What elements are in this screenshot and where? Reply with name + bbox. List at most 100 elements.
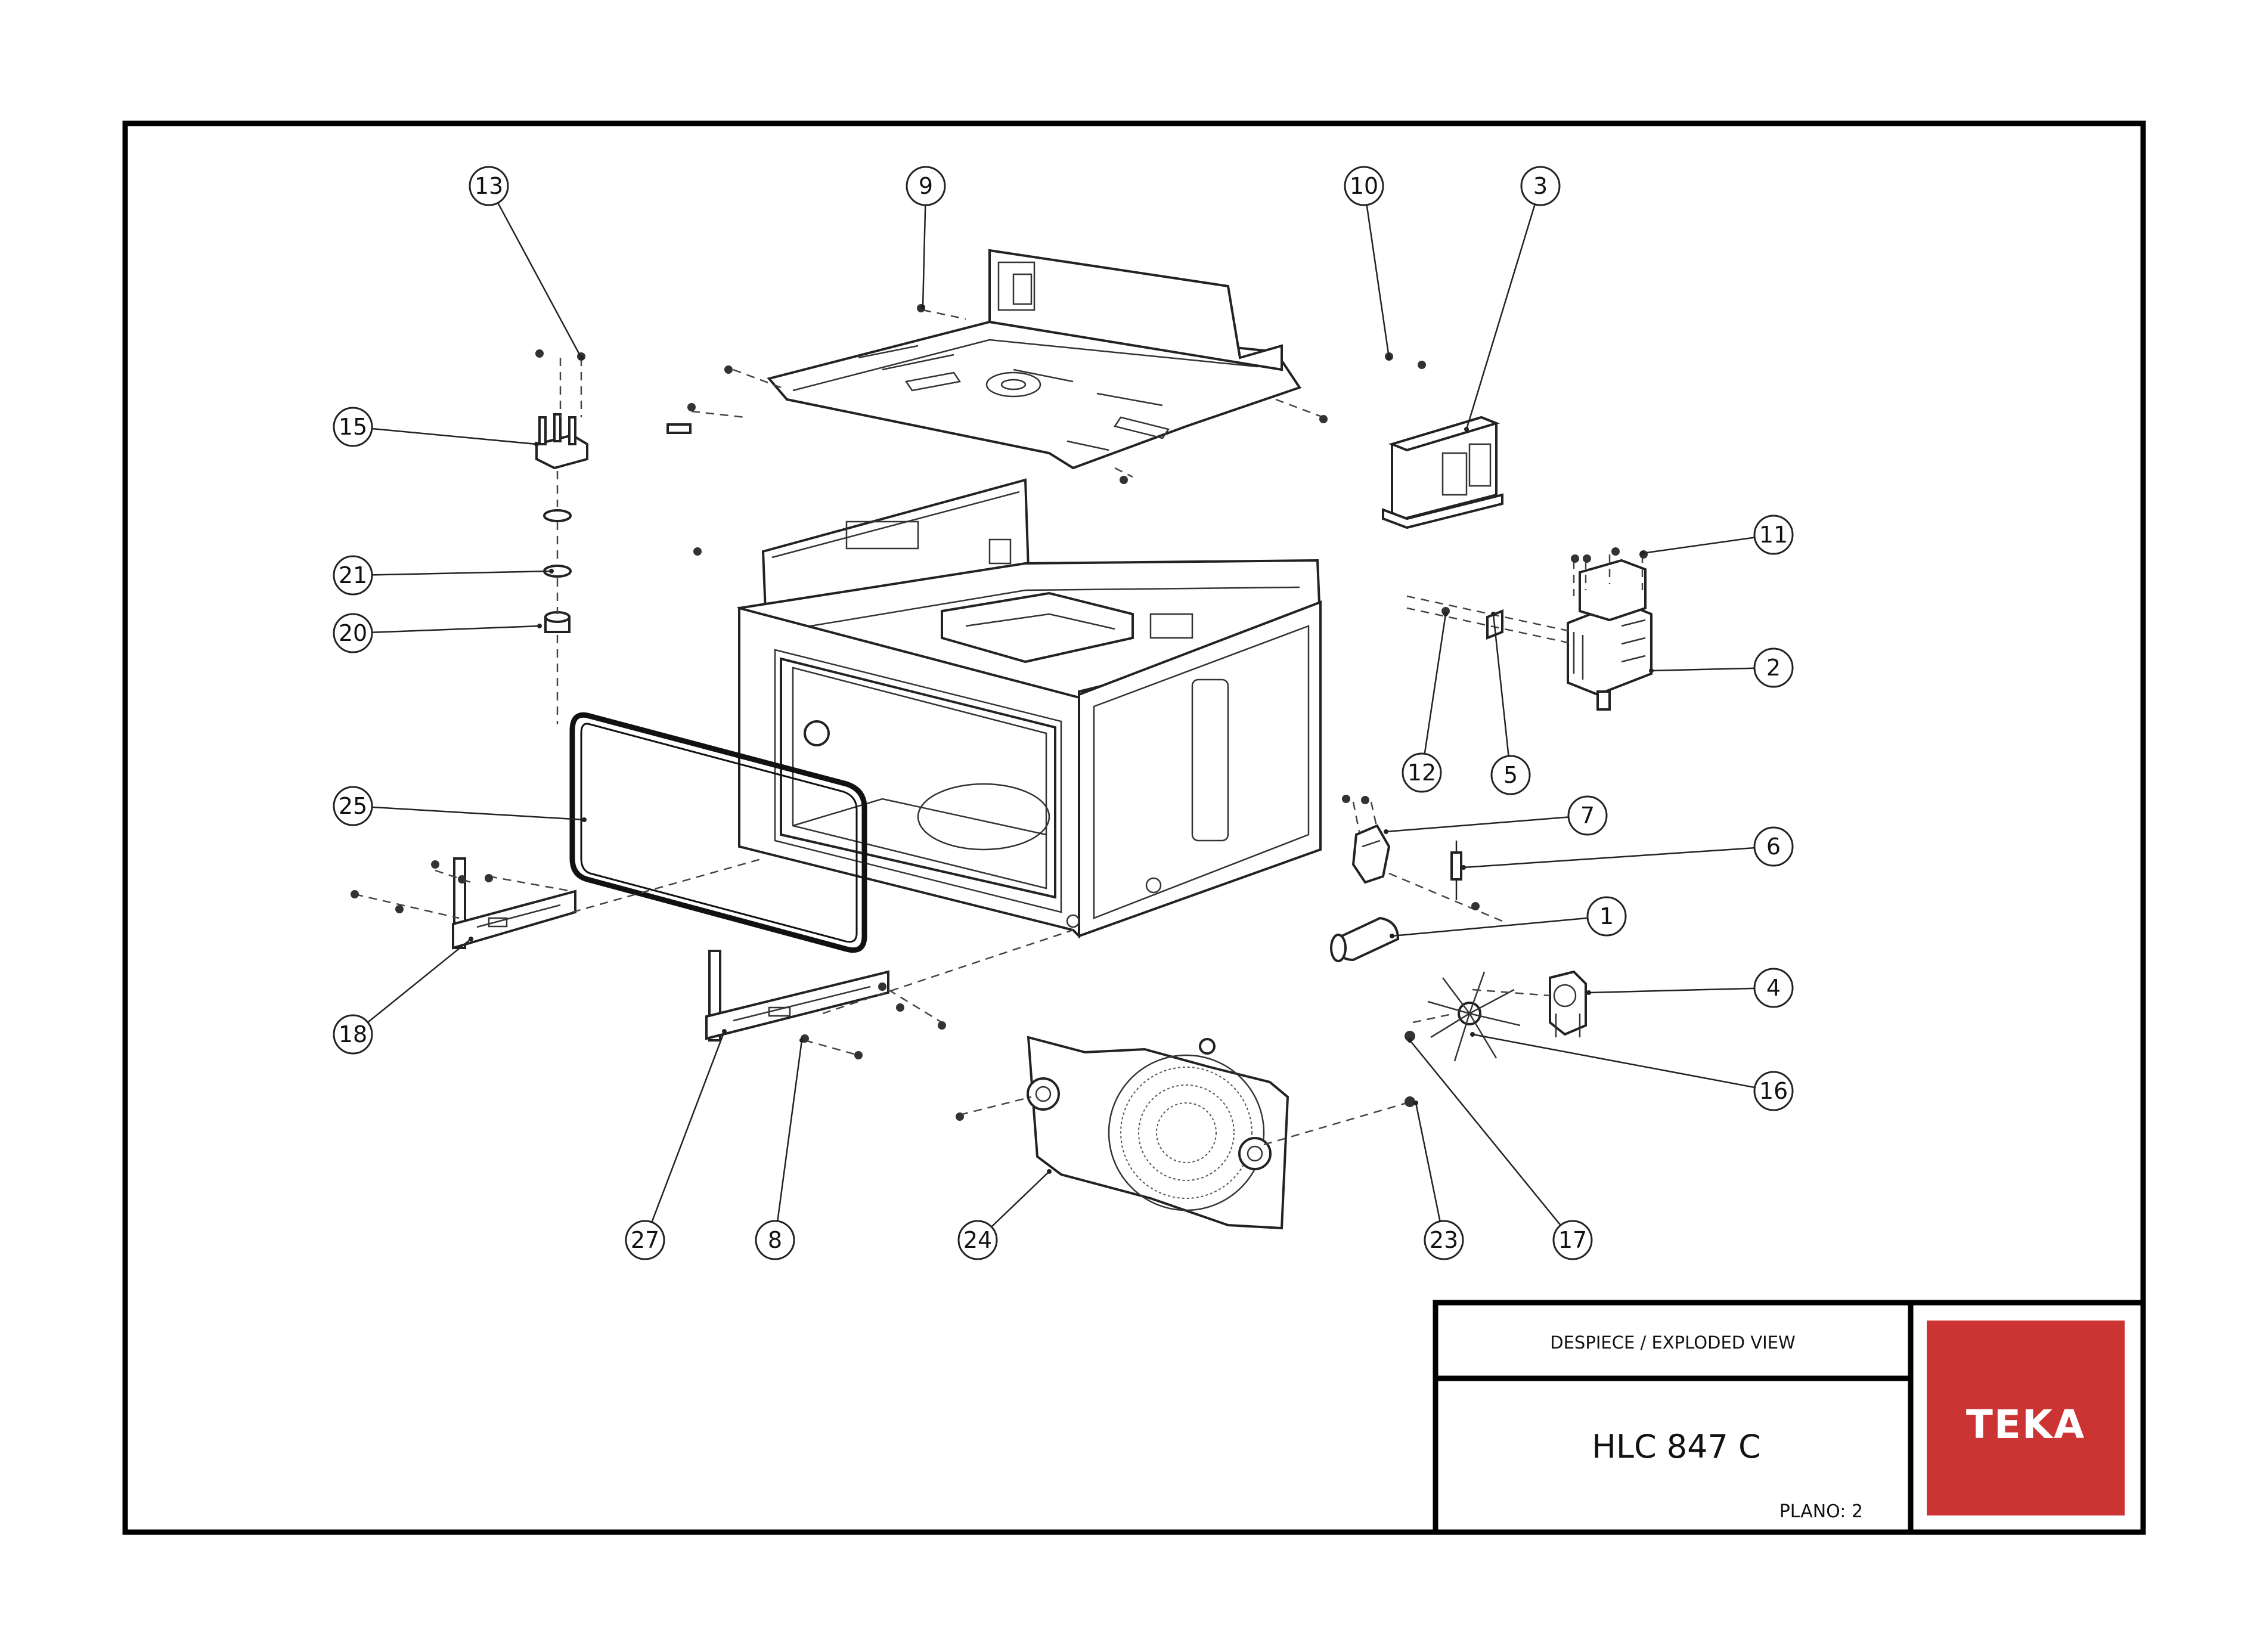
callout-circle-13 [469,166,509,206]
callout-leader-16 [1472,1033,1755,1089]
callout-circle-17 [1552,1220,1593,1260]
callout-circle-10 [1344,166,1384,206]
top-plate [666,249,1302,470]
callout-circle-5 [1490,755,1531,795]
callout-anchor-17 [1407,1038,1412,1043]
callout-label-6: 6 [1766,833,1781,860]
callout-label-27: 27 [631,1227,659,1253]
callout-anchor-20 [537,624,542,628]
callout-leader-7 [1385,816,1569,833]
callout-circle-7 [1567,795,1608,836]
callout-label-5: 5 [1503,762,1518,788]
callout-leader-20 [371,625,540,634]
teka-logo: TEKA [1966,1402,2085,1448]
callout-anchor-25 [582,817,587,822]
callout-anchor-12 [1443,612,1448,616]
callout-circle-4 [1753,968,1794,1008]
callout-label-25: 25 [339,793,367,819]
callout-leader-3 [1465,204,1536,430]
callout-anchor-21 [549,569,554,574]
magnetron [1567,559,1653,711]
callout-circle-25 [333,786,373,826]
callout-leader-15 [371,427,537,445]
title-heading: DESPIECE / EXPLODED VIEW [1550,1332,1795,1353]
callout-leader-8 [777,1040,803,1222]
callout-anchor-16 [1470,1032,1475,1037]
door-gasket [569,712,867,953]
callout-anchor-7 [1384,829,1388,834]
oven-cavity [737,478,1322,939]
callout-circle-20 [333,613,373,653]
callout-circle-1 [1586,896,1627,937]
callout-anchor-8 [799,1038,804,1043]
callout-leader-5 [1492,613,1509,757]
stirrer-assembly [535,413,588,633]
callout-leader-2 [1651,667,1755,672]
callout-label-18: 18 [339,1021,367,1047]
callout-label-24: 24 [963,1227,992,1253]
callout-label-21: 21 [339,562,367,588]
callout-label-11: 11 [1759,522,1788,548]
callout-label-9: 9 [919,173,933,199]
callout-anchor-24 [1047,1169,1052,1174]
left-hinge [452,857,576,950]
callout-leader-4 [1588,987,1755,994]
callout-anchor-5 [1491,612,1496,616]
callout-leader-10 [1366,204,1390,358]
callout-anchor-1 [1390,934,1394,938]
callout-circle-27 [625,1220,665,1260]
callout-circle-3 [1520,166,1561,206]
callout-label-7: 7 [1580,802,1595,829]
callout-circle-8 [755,1220,795,1260]
callout-circle-23 [1424,1220,1464,1260]
callout-anchor-18 [469,937,473,941]
callout-anchor-27 [722,1029,727,1034]
callout-label-15: 15 [339,414,367,440]
callout-anchor-6 [1461,865,1466,870]
callout-circle-21 [333,555,373,596]
capacitor [1330,916,1400,962]
title-block: DESPIECE / EXPLODED VIEW HLC 847 C PLANO… [1433,1300,2146,1535]
model-number: HLC 847 C [1592,1428,1761,1465]
callout-anchor-15 [534,442,539,447]
callout-circle-15 [333,407,373,447]
callout-anchor-23 [1413,1101,1418,1105]
callout-leader-1 [1391,917,1588,937]
callout-leader-18 [367,938,472,1023]
callout-leader-12 [1424,613,1447,754]
callout-leader-13 [497,202,582,358]
callout-leader-6 [1463,847,1755,869]
diode [1450,841,1462,900]
callout-anchor-2 [1649,668,1654,673]
assembly-lines [354,309,1644,1146]
callout-anchor-10 [1387,355,1391,360]
callout-leader-24 [991,1171,1050,1228]
capacitor-bracket [1351,824,1391,884]
callout-label-10: 10 [1350,173,1378,199]
callout-circle-6 [1753,826,1794,867]
callout-leader-25 [371,806,585,821]
callout-label-13: 13 [475,173,503,199]
fan-motor [1549,970,1587,1037]
callout-circle-18 [333,1014,373,1055]
callout-label-4: 4 [1766,975,1781,1001]
callout-circle-24 [957,1220,998,1260]
callout-label-23: 23 [1430,1227,1458,1253]
callout-label-3: 3 [1533,173,1548,199]
callout-label-17: 17 [1558,1227,1587,1253]
fan-blade [1427,971,1521,1062]
callout-anchor-11 [1640,551,1645,556]
callout-anchor-13 [579,355,584,360]
callout-leader-9 [922,204,926,308]
callout-anchor-4 [1586,990,1591,995]
callout-leader-23 [1415,1102,1441,1222]
callout-leader-17 [1409,1040,1561,1226]
callout-label-8: 8 [768,1227,782,1253]
callout-label-16: 16 [1759,1078,1788,1104]
callout-label-2: 2 [1766,655,1781,681]
callout-label-1: 1 [1599,903,1614,929]
callout-anchor-9 [920,305,925,309]
callout-label-20: 20 [339,620,367,646]
